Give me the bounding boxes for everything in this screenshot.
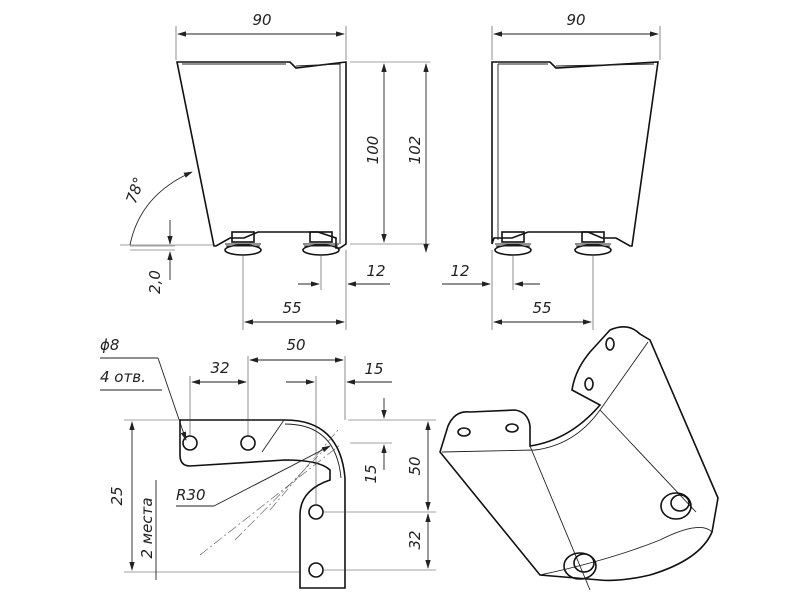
- front-width-dim: 90: [252, 11, 271, 29]
- front-foot-right: [302, 231, 340, 256]
- front-thickness-dim: 2,0: [146, 270, 164, 294]
- hole-count-label: 4 отв.: [100, 368, 146, 386]
- hole-diameter-label: ϕ8: [100, 336, 119, 354]
- side-view-inner-line: [498, 63, 655, 67]
- iso-hole-3: [605, 337, 615, 351]
- front-offset-large-dim: 55: [282, 299, 301, 317]
- front-offset-small-dim: 12: [366, 262, 385, 280]
- side-foot-right: [574, 231, 612, 256]
- flat-hole-3: [308, 504, 324, 520]
- iso-outline: [439, 326, 719, 582]
- side-view: 90 12 55: [442, 11, 661, 330]
- side-view-outline: [491, 61, 659, 247]
- iso-hole-1: [457, 427, 471, 437]
- front-view: 90 100 102 78° 2,0 12 55: [120, 11, 430, 330]
- radius-label: R30: [176, 486, 206, 504]
- side-foot-left: [494, 231, 532, 256]
- side-width-dim: 90: [566, 11, 585, 29]
- front-height-inner-dim: 100: [364, 136, 382, 165]
- flat-pattern: ϕ8 4 отв. 32 50 15 15 50 32: [100, 336, 436, 589]
- iso-hole-2: [505, 423, 519, 433]
- iso-foot-2: [660, 492, 692, 520]
- flat-dim-32-side: 32: [406, 530, 424, 549]
- front-view-inner-line: [182, 63, 341, 244]
- flat-pattern-outline: [179, 419, 346, 589]
- flat-dim-15-top: 15: [364, 360, 383, 378]
- front-view-outline: [176, 61, 347, 249]
- isometric-view: [439, 326, 719, 591]
- side-offset-small-dim: 12: [450, 262, 469, 280]
- flat-dim-50-side: 50: [406, 456, 424, 475]
- iso-hole-4: [584, 377, 594, 391]
- front-height-outer-dim: 102: [406, 136, 424, 165]
- flat-dim-25: 25: [108, 486, 126, 505]
- flat-dim-50-top: 50: [286, 336, 305, 354]
- front-angle-dim: 78°: [122, 175, 148, 206]
- side-offset-large-dim: 55: [532, 299, 551, 317]
- flat-hole-2: [240, 435, 256, 451]
- radius-note: 2 места: [138, 497, 156, 558]
- flat-dim-32-top: 32: [210, 359, 229, 377]
- flat-dim-15-side: 15: [362, 464, 380, 483]
- flat-hole-4: [308, 562, 324, 578]
- iso-foot-1: [563, 552, 597, 580]
- front-foot-left: [224, 231, 262, 256]
